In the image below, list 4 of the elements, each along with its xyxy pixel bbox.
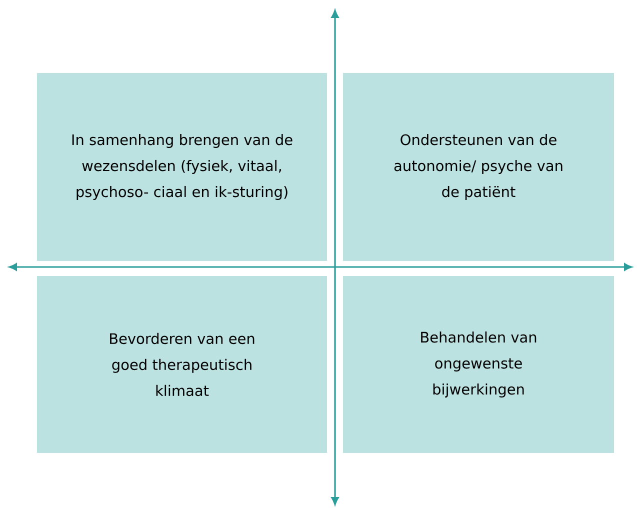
quadrant-box: Bevorderen van een goed therapeutisch klimaat [37, 276, 327, 453]
quadrant-box: Ondersteunen van de autonomie/ psyche van de patiënt [343, 73, 614, 261]
quadrant-box: In samenhang brengen van de wezensdelen (fysiek, vitaal, psychoso- ciaal en ik-sturing) [37, 73, 327, 261]
quadrant-box: Behandelen van ongewenste bijwerkingen [343, 276, 614, 453]
